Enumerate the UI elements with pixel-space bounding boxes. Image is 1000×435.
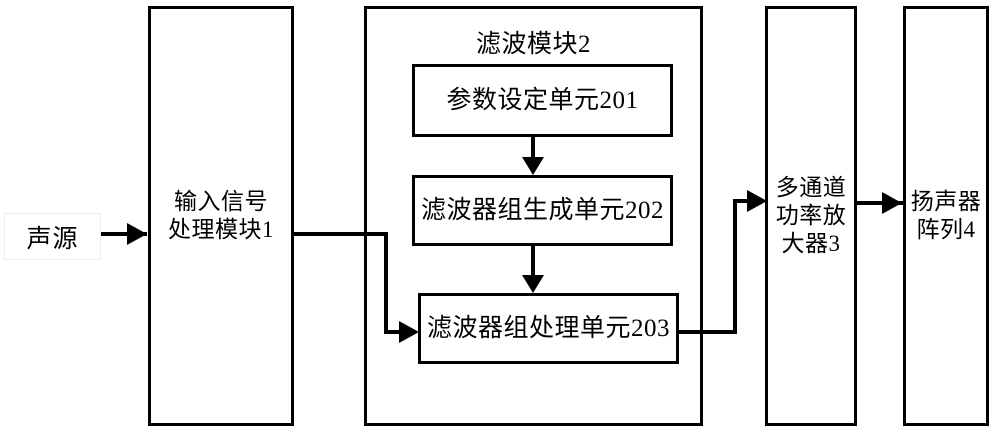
- arrow-module1-to-203: [399, 321, 419, 343]
- module-multichannel-power-amplifier-label: 多通道 功率放 大器3: [775, 174, 847, 257]
- arrow-201-to-202: [522, 157, 544, 175]
- source-label: 声源: [4, 213, 101, 260]
- module-filter-title: 滤波模块2: [475, 31, 591, 58]
- module-input-signal-processing[interactable]: 输入信号 处理模块1: [148, 6, 294, 426]
- connector-203-to-module3-seg2: [733, 199, 737, 334]
- arrow-module3-to-module4: [882, 192, 902, 214]
- module-loudspeaker-array-label: 扬声器 阵列4: [910, 188, 982, 242]
- source-label-text: 声源: [26, 225, 79, 253]
- connector-201-to-202-line: [531, 137, 535, 159]
- module-input-signal-processing-label: 输入信号 处理模块1: [168, 188, 274, 242]
- unit-parameter-setting[interactable]: 参数设定单元201: [412, 64, 673, 137]
- arrow-source-to-module1: [127, 223, 147, 245]
- connector-module3-to-module4-line: [855, 201, 903, 205]
- module-multichannel-power-amplifier[interactable]: 多通道 功率放 大器3: [765, 6, 857, 426]
- arrow-202-to-203: [522, 275, 544, 293]
- connector-module1-to-203-seg1: [292, 232, 388, 236]
- connector-203-to-module3-seg1: [677, 330, 737, 334]
- unit-filter-bank-generation[interactable]: 滤波器组生成单元202: [412, 175, 673, 246]
- connector-203-to-module3-seg3: [733, 199, 760, 203]
- arrow-203-to-module3: [747, 190, 767, 212]
- unit-parameter-setting-label: 参数设定单元201: [446, 86, 639, 114]
- connector-module1-to-203-seg3: [384, 330, 406, 334]
- module-loudspeaker-array[interactable]: 扬声器 阵列4: [903, 6, 989, 426]
- connector-source-to-module1-line: [101, 232, 147, 236]
- unit-filter-bank-processing[interactable]: 滤波器组处理单元203: [418, 293, 679, 364]
- connector-module1-to-203-seg2: [384, 232, 388, 334]
- unit-filter-bank-generation-label: 滤波器组生成单元202: [420, 196, 664, 224]
- unit-filter-bank-processing-label: 滤波器组处理单元203: [426, 314, 670, 342]
- connector-202-to-203-line: [531, 246, 535, 276]
